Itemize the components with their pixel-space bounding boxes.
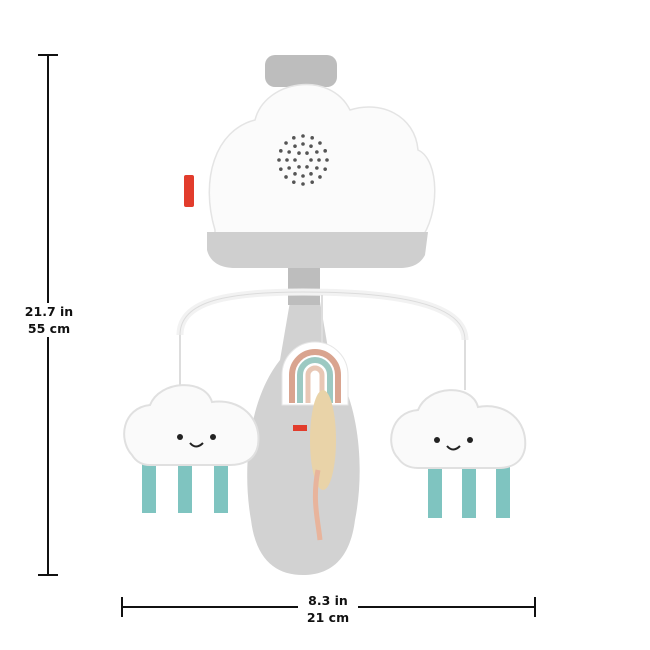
cloud-speaker — [208, 83, 436, 241]
speaker-dot — [292, 136, 296, 140]
brand-tag-cloud — [184, 175, 194, 207]
speaker-dot — [297, 151, 301, 155]
speaker-dot — [301, 134, 305, 138]
wooden-rattle — [310, 390, 336, 490]
brand-tag-body — [293, 425, 307, 431]
width-label: 8.3 in 21 cm — [298, 592, 358, 626]
speaker-dot — [323, 149, 327, 153]
speaker-dot — [293, 158, 297, 162]
speaker-dot — [287, 150, 291, 154]
speaker-dot — [301, 174, 305, 178]
cloud-base — [207, 232, 428, 268]
speaker-dot — [279, 149, 283, 153]
speaker-dot — [318, 141, 322, 145]
speaker-dot — [285, 158, 289, 162]
speaker-dot — [315, 150, 319, 154]
speaker-dot — [297, 165, 301, 169]
speaker-dot — [310, 136, 314, 140]
width-metric: 21 cm — [306, 610, 350, 625]
left-cloud-toy — [123, 384, 260, 513]
speaker-dot — [305, 151, 309, 155]
speaker-dot — [279, 167, 283, 171]
speaker-dot — [309, 172, 313, 176]
right-cloud-toy — [390, 389, 527, 518]
speaker-dot — [309, 144, 313, 148]
speaker-dot — [310, 180, 314, 184]
speaker-dot — [318, 175, 322, 179]
speaker-dot — [301, 182, 305, 186]
speaker-dot — [293, 172, 297, 176]
speaker-dot — [309, 158, 313, 162]
speaker-dot — [292, 180, 296, 184]
speaker-dot — [317, 158, 321, 162]
height-imperial: 21.7 in — [24, 304, 74, 319]
speaker-dot — [315, 166, 319, 170]
height-label: 21.7 in 55 cm — [18, 303, 80, 337]
speaker-dot — [284, 141, 288, 145]
speaker-dot — [293, 144, 297, 148]
speaker-dot — [284, 175, 288, 179]
top-cap — [265, 55, 337, 87]
speaker-dot — [277, 158, 281, 162]
rainbow-toy — [281, 341, 349, 406]
speaker-dot — [301, 142, 305, 146]
speaker-dot — [287, 166, 291, 170]
width-imperial: 8.3 in — [308, 593, 348, 608]
speaker-dot — [323, 167, 327, 171]
crib-mount-body — [247, 290, 360, 575]
speaker-dot — [305, 165, 309, 169]
ribbon — [312, 469, 323, 541]
speaker-grille-icon — [277, 134, 329, 186]
height-metric: 55 cm — [27, 321, 71, 336]
speaker-dot — [325, 158, 329, 162]
